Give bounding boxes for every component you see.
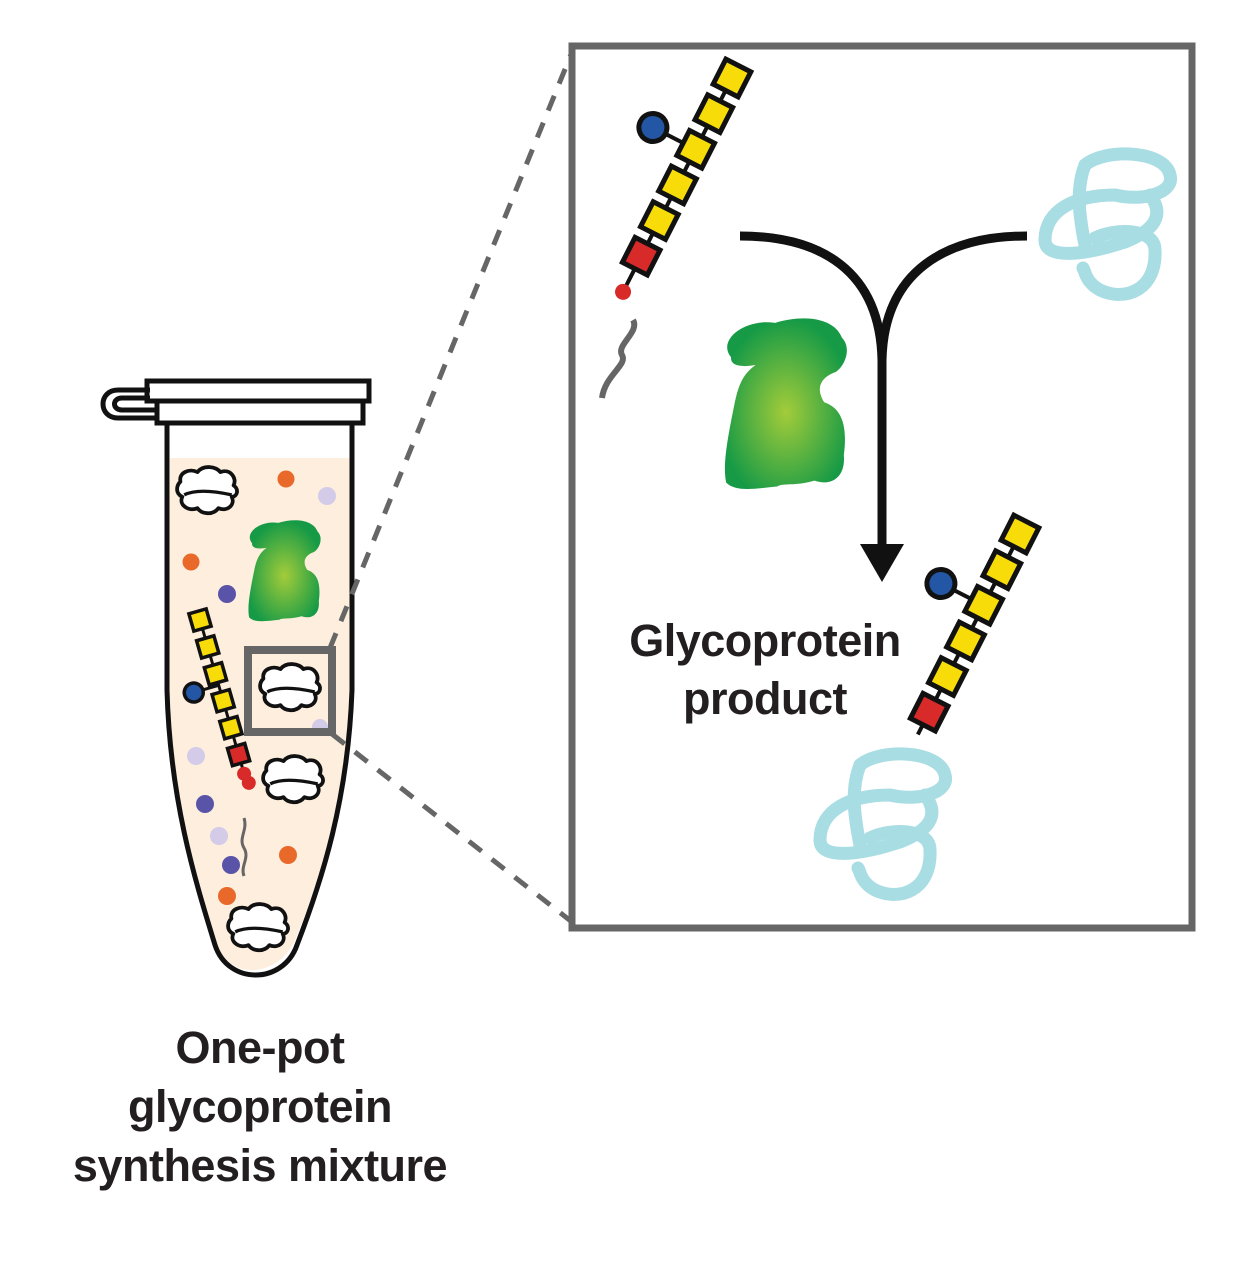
ribosome-icon [175,465,239,516]
dot-lavender [187,747,205,765]
sugar-yellow-square [217,714,245,741]
tube-cap-top [144,378,372,404]
dot-purple [222,856,240,874]
lipid-tail [599,318,638,399]
dot-orange [182,553,200,571]
sugar-yellow-square [691,91,737,136]
ribosome-icon [261,754,325,805]
product-caption: Glycoprotein product [590,612,940,728]
sugar-yellow-square [709,55,755,101]
lipid-linked-glycan [182,606,256,790]
tube-hinge [100,387,155,421]
dot-lavender [318,487,336,505]
dot-lavender [210,827,228,845]
tube-caption-line: synthesis mixture [72,1140,448,1191]
arrow-head [860,544,904,582]
sugar-yellow-square [943,618,988,664]
sugar-blue-circle [924,566,958,600]
product-caption-line: product [683,673,847,724]
sugar-yellow-square [979,547,1025,592]
sugar-yellow-square [997,511,1043,557]
merge-arrow [739,231,1028,582]
dot-purple [218,585,236,603]
product-caption-line: Glycoprotein [629,615,901,666]
sugar-yellow-square [655,162,700,208]
sugar-yellow-square [186,606,214,634]
zoom-line-bottom [330,732,574,924]
dot-orange [277,470,295,488]
glycan-product [907,511,1043,736]
tube-caption: One-pot glycoprotein synthesis mixture [20,1018,500,1195]
tube-caption-line: glycoprotein [127,1081,393,1132]
zoom-line-top [327,51,575,649]
magnify-box [244,646,336,736]
sugar-blue-circle [636,110,670,144]
sugar-blue-circle [182,681,206,704]
dot-orange [279,846,297,864]
linker-red-dot [241,775,256,790]
sugar-yellow-square [961,583,1006,628]
tube-body [164,422,355,978]
sugar-yellow-square [209,687,237,715]
reaction-tube [100,378,372,978]
sugar-yellow-square [925,654,970,699]
sugar-red-square [225,741,252,768]
dot-purple [196,795,214,813]
sugar-red-square [907,690,952,735]
sugar-yellow-square [202,660,229,688]
ribosome-icon [226,902,290,953]
sugar-red-square [619,234,664,279]
sugar-yellow-square [637,198,682,243]
glycan-donor [615,55,755,300]
sugar-yellow-square [194,633,222,661]
tube-cap-bottom [154,398,366,426]
sugar-yellow-square [673,127,718,172]
tube-caption-line: One-pot [175,1022,345,1073]
dot-orange [218,887,236,905]
ribosome-icon [258,662,322,713]
lipid-tail [240,817,248,877]
linker-red-dot [615,283,632,300]
